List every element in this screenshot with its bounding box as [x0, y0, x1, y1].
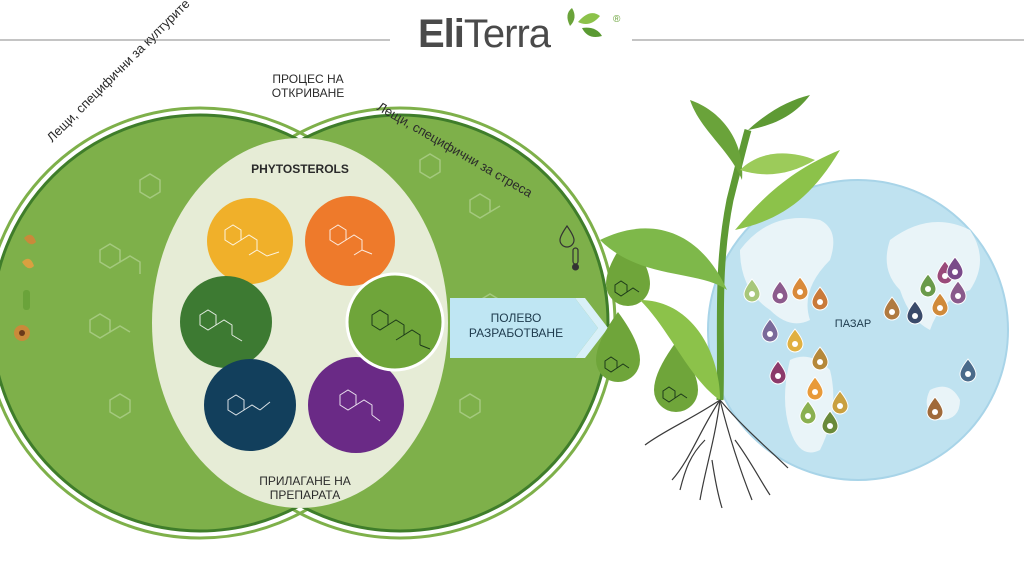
market-pin-icon	[931, 292, 949, 317]
market-pin-icon	[949, 280, 967, 305]
thermometer-icon	[572, 247, 579, 271]
phytosterol-circles	[180, 196, 445, 453]
circle-dark-green	[180, 276, 272, 368]
market-pin-icon	[926, 396, 944, 421]
circle-navy	[204, 359, 296, 451]
market-pin-icon	[831, 390, 849, 415]
circle-orange	[305, 196, 395, 286]
market-pin-icon	[946, 256, 964, 281]
application-label: ПРИЛАГАНЕ НА ПРЕПАРАТА	[259, 474, 351, 502]
market-pin-icon	[806, 376, 824, 401]
circle-yellow	[207, 198, 293, 284]
market-pin-icon	[743, 278, 761, 303]
discovery-process-label: ПРОЦЕС НА ОТКРИВАНЕ	[271, 72, 345, 100]
circle-molecules	[199, 224, 381, 422]
circle-center-green	[345, 272, 445, 372]
right-icon-stack	[559, 224, 579, 271]
leaf-logo-icon	[567, 8, 602, 37]
center-molecule	[371, 309, 431, 350]
market-pin-icon	[771, 280, 789, 305]
field-development-arrow	[450, 298, 608, 358]
plant	[600, 95, 840, 401]
brand-logo: EliTerra	[418, 12, 551, 57]
corn-icon	[23, 290, 30, 310]
market-pin-icon	[883, 296, 901, 321]
market-pin-icon	[761, 318, 779, 343]
registered-mark: ®	[613, 14, 621, 25]
market-pin-icon	[821, 410, 839, 435]
market-pin-icon	[786, 328, 804, 353]
market-pin-icon	[799, 400, 817, 425]
roots	[644, 399, 789, 509]
market-pin-icon	[811, 346, 829, 371]
left-icon-stack	[14, 234, 36, 341]
market-pin-icon	[811, 286, 829, 311]
molecule-pattern	[89, 153, 501, 419]
phytosterols-label: PHYTOSTEROLS	[251, 162, 349, 176]
wheat-icon	[24, 234, 36, 245]
market-pin-icon	[769, 360, 787, 385]
field-development-label: ПОЛЕВО РАЗРАБОТВАНЕ	[468, 311, 564, 340]
brand-name-part2: Terra	[463, 12, 551, 56]
brand-name-part1: Eli	[418, 12, 465, 56]
market-pin-icon	[791, 276, 809, 301]
market-pin-icon	[959, 358, 977, 383]
market-pin-icon	[919, 273, 937, 298]
market-label: ПАЗАР	[834, 318, 872, 330]
wheat-icon	[22, 258, 34, 269]
drop-icon	[559, 224, 575, 248]
market-pin-icon	[906, 300, 924, 325]
drop-2	[596, 312, 640, 382]
